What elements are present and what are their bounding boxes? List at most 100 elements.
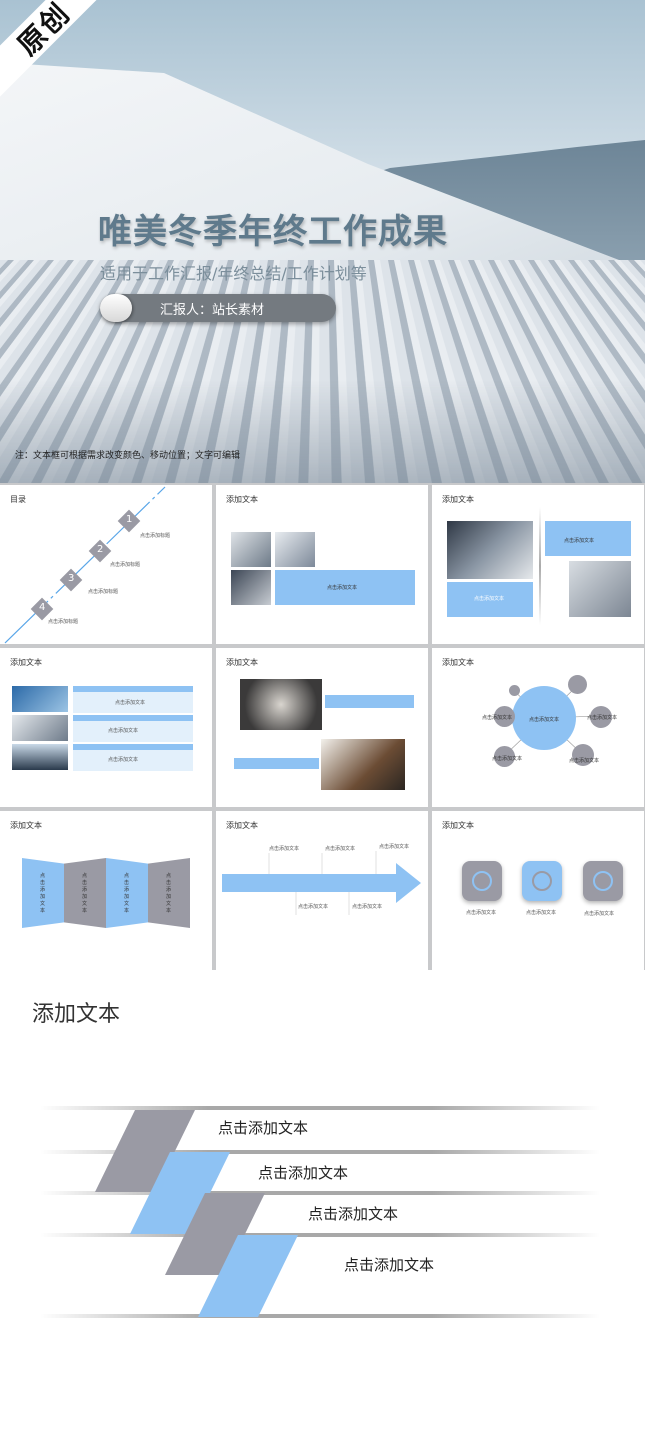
toc-num-3: 3	[68, 573, 75, 584]
cover-note: 注：文本框可根据需求改变颜色、移动位置；文字可编辑	[15, 451, 241, 461]
node-bottom-left-label: 点击添加文本	[492, 756, 523, 762]
row-label-3: 点击添加文本	[108, 757, 139, 763]
photo-handshake	[231, 532, 271, 567]
row-bar-3	[73, 744, 193, 750]
slide-4[interactable]: 添加文本 点击添加文本 点击添加文本 点击添加文本	[0, 648, 212, 807]
feature-slide: 添加文本 点击添加文本 点击添加文本 点击添加文本 点击添加文本	[0, 970, 645, 1455]
timeline-top-2: 点击添加文本	[325, 846, 356, 852]
toc-label-3: 点击添加标题	[88, 589, 119, 595]
panel-2-label: 点击添加文本	[82, 873, 88, 914]
row-bar-1	[73, 686, 193, 692]
photo-group	[321, 739, 405, 790]
divider-line-1	[40, 1106, 600, 1110]
feature-item-2[interactable]: 点击添加文本	[258, 1164, 349, 1182]
text-box[interactable]	[275, 570, 415, 605]
row-bar-2	[73, 715, 193, 721]
node-left	[494, 706, 515, 727]
divider-line-5	[40, 1314, 600, 1318]
feature-title: 添加文本	[32, 1002, 121, 1027]
timeline-top-1: 点击添加文本	[269, 846, 300, 852]
slide-title: 添加文本	[226, 821, 258, 830]
slide-6[interactable]: 添加文本 点击添加文本 点击添加文本 点击添加文本 点击添加文本 点击添加文本	[432, 648, 644, 807]
icon-label-1: 点击添加文本	[466, 910, 497, 916]
node-bottom-right	[572, 744, 594, 766]
photo-city	[12, 686, 68, 712]
cover-subtitle: 适用于工作汇报/年终总结/工作计划等	[100, 264, 367, 283]
circle-icon	[532, 871, 552, 891]
node-left-label: 点击添加文本	[482, 715, 513, 721]
row-label-1: 点击添加文本	[115, 700, 146, 706]
feature-item-4[interactable]: 点击添加文本	[344, 1256, 435, 1274]
slide-3[interactable]: 添加文本 点击添加文本 点击添加文本	[432, 485, 644, 644]
timeline-bottom-1: 点击添加文本	[298, 904, 329, 910]
photo-chart	[231, 570, 271, 605]
toc-label-4: 点击添加标题	[48, 619, 79, 625]
feature-item-1[interactable]: 点击添加文本	[218, 1119, 309, 1137]
toc-num-4: 4	[39, 602, 46, 613]
text-box-1[interactable]	[447, 582, 533, 617]
node-small	[509, 685, 520, 696]
divider-line-2	[40, 1150, 600, 1154]
slide-title: 目录	[10, 495, 26, 504]
slide-7[interactable]: 添加文本 点击添加文本 点击添加文本 点击添加文本 点击添加文本	[0, 811, 212, 970]
slide-8[interactable]: 添加文本 点击添加文本 点击添加文本 点击添加文本 点击添加文本 点击添加文本	[216, 811, 428, 970]
center-label: 点击添加文本	[529, 717, 560, 723]
reporter-pill: 汇报人：站长素材	[100, 294, 336, 322]
node-right-label: 点击添加文本	[587, 715, 618, 721]
panel-1[interactable]	[22, 858, 64, 928]
node-top-right	[568, 675, 587, 694]
slide-title: 添加文本	[442, 821, 474, 830]
panel-3[interactable]	[106, 858, 148, 928]
photo-tablet	[447, 521, 533, 579]
slide-5[interactable]: 添加文本	[216, 648, 428, 807]
panel-3-label: 点击添加文本	[124, 873, 130, 914]
node-bottom-left	[494, 746, 515, 767]
text-bar-1[interactable]	[325, 695, 414, 708]
text-box-2-label: 点击添加文本	[564, 538, 595, 544]
slide-9[interactable]: 添加文本 点击添加文本 点击添加文本 点击添加文本	[432, 811, 644, 970]
slide-title: 添加文本	[442, 495, 474, 504]
timeline-bottom-2: 点击添加文本	[352, 904, 383, 910]
feature-item-3[interactable]: 点击添加文本	[308, 1205, 399, 1223]
row-label-2: 点击添加文本	[108, 728, 139, 734]
row-box-1[interactable]	[73, 692, 193, 713]
pill-knob	[100, 294, 132, 322]
panel-1-label: 点击添加文本	[40, 873, 46, 914]
photo-laptop	[569, 561, 631, 617]
text-bar-2[interactable]	[234, 758, 319, 769]
slide-title: 添加文本	[226, 658, 258, 667]
panel-4[interactable]	[148, 858, 190, 928]
photo-meeting	[275, 532, 315, 567]
node-bottom-right-label: 点击添加文本	[569, 758, 600, 764]
photo-table-top	[240, 679, 322, 730]
toc-label-1: 点击添加标题	[140, 533, 171, 539]
divider-line-4	[40, 1233, 600, 1237]
toc-label-2: 点击添加标题	[110, 562, 141, 568]
panel-4-label: 点击添加文本	[166, 873, 172, 914]
cover-title: 唯美冬季年终工作成果	[98, 212, 448, 252]
slide-thumbnail-grid: 目录 1 点击添加标题 2 点击添加标题 3 点击添加标题 4 点击添加标题 添…	[0, 483, 645, 970]
toc-diagonal-line	[4, 486, 166, 644]
photo-signing	[12, 715, 68, 741]
slide-title: 添加文本	[442, 658, 474, 667]
slide-2[interactable]: 添加文本 点击添加文本	[216, 485, 428, 644]
center-circle[interactable]	[512, 686, 576, 750]
toc-num-1: 1	[126, 514, 133, 525]
circle-icon	[593, 871, 613, 891]
timeline-arrow	[222, 851, 421, 915]
foreground-shade	[0, 380, 645, 483]
row-box-2[interactable]	[73, 721, 193, 742]
icon-label-2: 点击添加文本	[526, 910, 557, 916]
circle-icon	[472, 871, 492, 891]
divider	[539, 507, 541, 625]
panel-2[interactable]	[64, 858, 106, 928]
slide-title: 添加文本	[10, 658, 42, 667]
row-box-3[interactable]	[73, 750, 193, 771]
slide-title: 添加文本	[226, 495, 258, 504]
text-box-2[interactable]	[545, 521, 631, 556]
timeline-top-3: 点击添加文本	[379, 844, 410, 850]
slide-toc[interactable]: 目录 1 点击添加标题 2 点击添加标题 3 点击添加标题 4 点击添加标题	[0, 485, 212, 644]
slide-title: 添加文本	[10, 821, 42, 830]
node-right	[590, 706, 612, 728]
text-box-label: 点击添加文本	[327, 585, 358, 591]
